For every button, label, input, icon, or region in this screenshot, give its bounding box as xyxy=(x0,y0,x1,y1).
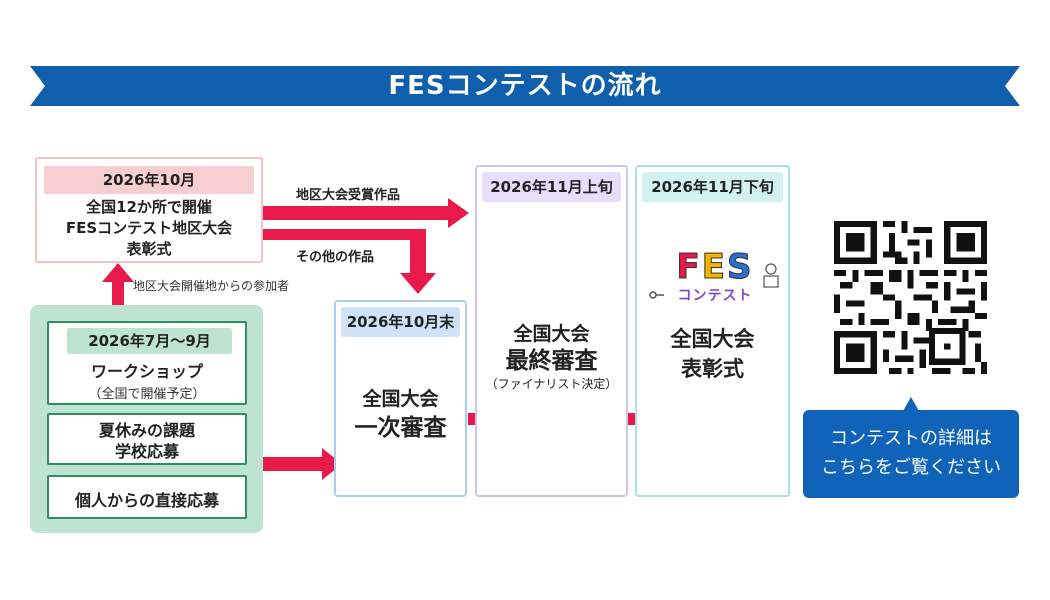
callout-line: コンテストの詳細は xyxy=(830,428,992,449)
stage-title-line: 表彰式 xyxy=(681,357,744,381)
regional-award-line: 全国12か所で開催 xyxy=(86,198,212,216)
regional-award-text: 全国12か所で開催 FESコンテスト地区大会 表彰式 xyxy=(37,197,261,260)
title-banner xyxy=(30,66,1020,106)
callout-pointer xyxy=(903,397,919,411)
logo-robot-icon xyxy=(763,263,779,288)
stage-first-screening: 2026年10月末 全国大会 一次審査 xyxy=(334,300,467,497)
logo-fes: FES xyxy=(676,247,754,287)
stage-date: 2026年11月下旬 xyxy=(642,172,783,202)
stage-date: 2026年10月末 xyxy=(341,307,460,337)
workshop-date: 2026年7月〜9月 xyxy=(67,328,232,354)
workshop-note: （全国で開催予定） xyxy=(88,387,206,402)
arrow-school-to-first xyxy=(259,448,342,480)
qr-code-icon[interactable] xyxy=(834,221,987,374)
stage-title-line: 全国大会 xyxy=(513,323,590,345)
callout-line: こちらをご覧ください xyxy=(821,457,1001,478)
stage-date: 2026年11月上旬 xyxy=(482,172,621,202)
stage-title-line: 一次審査 xyxy=(354,415,447,441)
summer-homework-card: 夏休みの課題 学校応募 xyxy=(47,413,247,465)
entry-routes-group: 2026年7月〜9月 ワークショップ （全国で開催予定） 夏休みの課題 学校応募… xyxy=(30,305,263,533)
label-awarded-works: 地区大会受賞作品 xyxy=(296,188,401,203)
direct-entry-card: 個人からの直接応募 xyxy=(47,475,247,519)
regional-award-date: 2026年10月 xyxy=(44,166,254,194)
callout-text: コンテストの詳細は こちらをご覧ください xyxy=(803,424,1019,482)
label-to-regional: 地区大会開催地からの参加者 xyxy=(133,279,290,293)
details-callout[interactable]: コンテストの詳細は こちらをご覧ください xyxy=(803,397,1019,498)
summer-homework-line: 学校応募 xyxy=(114,442,179,461)
stage-title-line: 全国大会 xyxy=(670,327,755,351)
label-other-works: その他の作品 xyxy=(296,250,375,265)
workshop-title: ワークショップ xyxy=(90,362,203,381)
fes-contest-logo: FES コンテスト xyxy=(649,247,779,305)
logo-key-icon xyxy=(649,291,664,299)
logo-contest: コンテスト xyxy=(677,288,753,304)
arrow-up xyxy=(102,263,134,306)
summer-homework-line: 夏休みの課題 xyxy=(98,421,195,440)
regional-award-line: 表彰式 xyxy=(126,240,172,258)
stage-title-line: 全国大会 xyxy=(362,388,439,410)
regional-award-box: 2026年10月 全国12か所で開催 FESコンテスト地区大会 表彰式 xyxy=(35,157,263,263)
direct-entry-title: 個人からの直接応募 xyxy=(74,491,219,510)
stage-note: （ファイナリスト決定） xyxy=(485,377,618,391)
workshop-card: 2026年7月〜9月 ワークショップ （全国で開催予定） xyxy=(47,321,247,405)
stage-title-line: 最終審査 xyxy=(505,348,598,374)
regional-award-line: FESコンテスト地区大会 xyxy=(65,219,233,237)
stage-final-screening: 2026年11月上旬 全国大会 最終審査 （ファイナリスト決定） xyxy=(475,165,628,497)
page-title: FESコンテストの流れ xyxy=(388,71,662,101)
stage-national-award: 2026年11月下旬 FES コンテスト 全国大会 表彰式 xyxy=(635,165,790,497)
